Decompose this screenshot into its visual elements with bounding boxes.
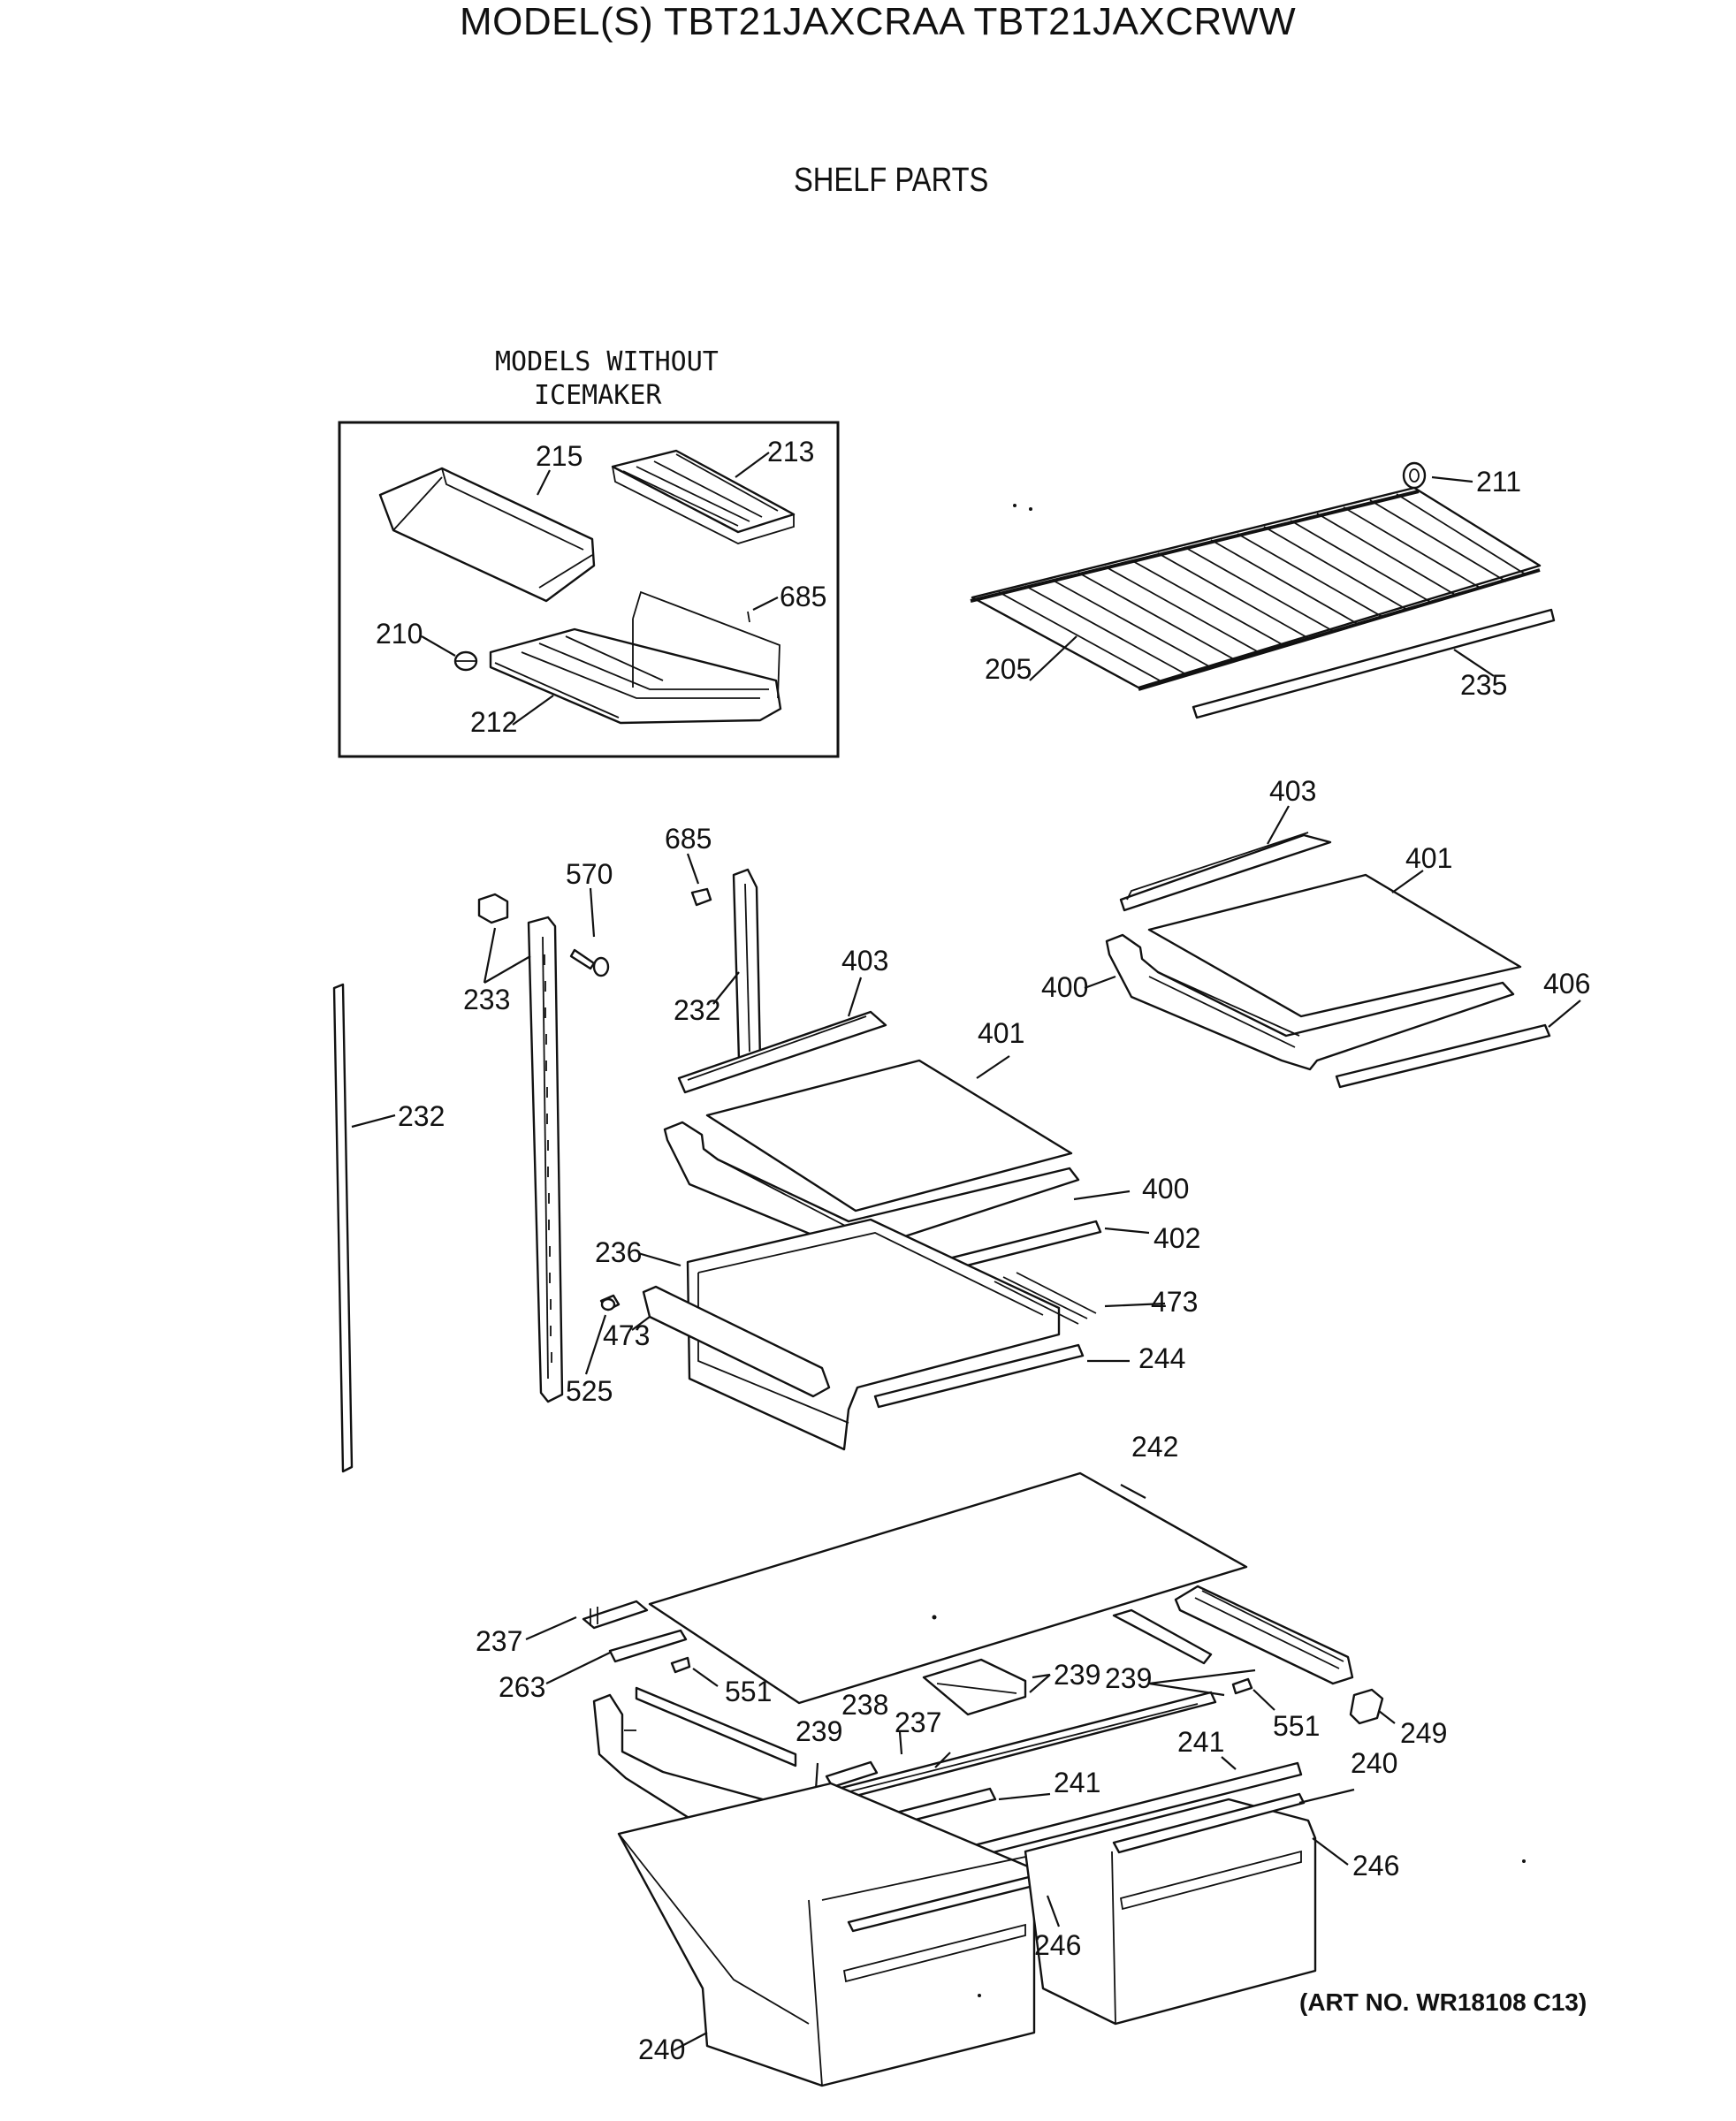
crisper-drawer-left bbox=[617, 1782, 1067, 2087]
callout-240: 240 bbox=[638, 2034, 685, 2065]
callout-211: 211 bbox=[1476, 466, 1521, 498]
center-supports bbox=[813, 1608, 1256, 1806]
callout-525: 525 bbox=[566, 1375, 613, 1407]
callout-263: 263 bbox=[499, 1671, 545, 1703]
callout-236: 236 bbox=[595, 1236, 642, 1268]
callout-685: 685 bbox=[780, 581, 826, 612]
callout-232: 232 bbox=[398, 1100, 445, 1132]
rail-center bbox=[527, 916, 564, 1403]
callout-403: 403 bbox=[1269, 775, 1316, 807]
callout-241: 241 bbox=[1177, 1726, 1224, 1758]
section-title: SHELF PARTS bbox=[794, 162, 989, 199]
callout-213: 213 bbox=[767, 436, 814, 468]
callout-212: 212 bbox=[470, 706, 517, 738]
callout-249: 249 bbox=[1400, 1717, 1447, 1749]
callout-401: 401 bbox=[1405, 842, 1452, 874]
glass-shelf-right bbox=[1084, 805, 1581, 1089]
trim-235 bbox=[1192, 608, 1556, 719]
callout-244: 244 bbox=[1138, 1342, 1185, 1374]
screw-551-left bbox=[670, 1656, 719, 1687]
track-right bbox=[1174, 1585, 1354, 1685]
art-number: (ART NO. WR18108 C13) bbox=[1299, 1988, 1588, 2016]
track-237-left bbox=[525, 1600, 649, 1641]
ice-tray-213 bbox=[611, 449, 796, 544]
callout-240: 240 bbox=[1351, 1747, 1397, 1779]
rail-232-left bbox=[332, 983, 396, 1473]
shelf-clip-211 bbox=[1402, 461, 1473, 490]
callout-246: 246 bbox=[1034, 1929, 1081, 1961]
callout-239: 239 bbox=[796, 1715, 842, 1747]
callout-232: 232 bbox=[674, 994, 720, 1026]
rail-232-middle bbox=[712, 868, 762, 1071]
callout-473: 473 bbox=[1151, 1286, 1198, 1318]
screw-685-center bbox=[686, 853, 712, 907]
callout-402: 402 bbox=[1154, 1222, 1200, 1254]
callout-233: 233 bbox=[463, 984, 510, 1015]
ice-bucket-215 bbox=[378, 467, 596, 603]
callout-246: 246 bbox=[1352, 1850, 1399, 1882]
callout-215: 215 bbox=[536, 440, 582, 472]
screw-685-inset bbox=[747, 611, 750, 623]
callout-406: 406 bbox=[1543, 968, 1590, 1000]
wire-shelf-205 bbox=[970, 486, 1542, 691]
crisper-drawer-right bbox=[1024, 1792, 1317, 2026]
glass-shelf-center bbox=[663, 977, 1150, 1285]
callout-400: 400 bbox=[1142, 1173, 1189, 1205]
callout-400: 400 bbox=[1041, 971, 1088, 1003]
callout-401: 401 bbox=[978, 1017, 1024, 1049]
callout-403: 403 bbox=[841, 945, 888, 977]
callout-242: 242 bbox=[1131, 1431, 1178, 1463]
icemaker-inset bbox=[338, 421, 840, 758]
screw-570 bbox=[569, 887, 610, 977]
callout-239: 239 bbox=[1054, 1659, 1100, 1691]
callout-551: 551 bbox=[725, 1676, 772, 1707]
callout-239: 239 bbox=[1105, 1662, 1152, 1694]
bushing-210 bbox=[453, 650, 478, 672]
callout-205: 205 bbox=[985, 653, 1032, 685]
callout-551: 551 bbox=[1273, 1710, 1320, 1742]
drawer-frame-236 bbox=[600, 1218, 1166, 1451]
callout-235: 235 bbox=[1460, 669, 1507, 701]
callout-570: 570 bbox=[566, 858, 613, 890]
inset-label-line1: MODELS WITHOUT bbox=[495, 346, 719, 377]
clip-233 bbox=[477, 893, 531, 984]
callout-241: 241 bbox=[1054, 1767, 1100, 1798]
inset-label-line2: ICEMAKER bbox=[534, 380, 662, 411]
callout-210: 210 bbox=[376, 618, 423, 650]
track-263 bbox=[545, 1629, 688, 1684]
callout-685: 685 bbox=[665, 823, 712, 855]
ice-rack-212 bbox=[489, 590, 782, 725]
callout-237: 237 bbox=[476, 1625, 522, 1657]
model-title: MODEL(S) TBT21JAXCRAA TBT21JAXCRWW bbox=[460, 0, 1297, 43]
glass-shelf-242 bbox=[648, 1471, 1248, 1705]
callout-238: 238 bbox=[841, 1689, 888, 1721]
callout-473: 473 bbox=[603, 1319, 650, 1351]
callout-237: 237 bbox=[895, 1707, 941, 1738]
screw-551-right bbox=[1231, 1677, 1275, 1711]
clip-249 bbox=[1349, 1688, 1396, 1725]
